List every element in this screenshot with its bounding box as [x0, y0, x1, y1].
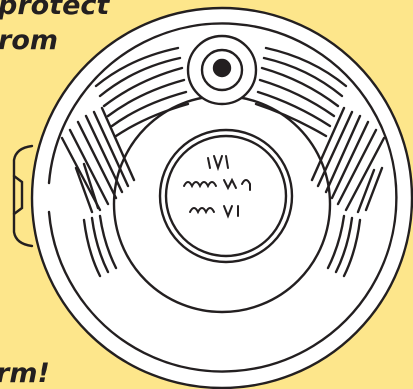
eye-pupil: [214, 60, 230, 76]
